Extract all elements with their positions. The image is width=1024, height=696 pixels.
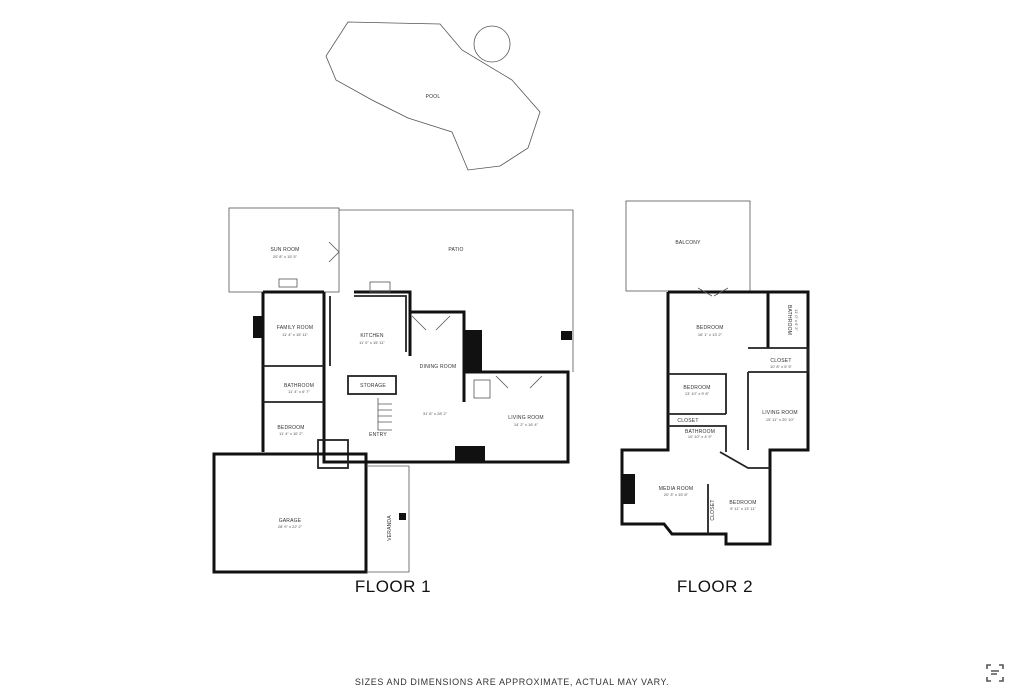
bedroom-label: BEDROOM	[277, 425, 304, 431]
media-room-dim: 20' 3" x 15' 8"	[664, 492, 689, 497]
closet-2-label: CLOSET	[677, 418, 698, 424]
balcony-label: BALCONY	[675, 240, 701, 246]
garage-dim: 28' 9" x 22' 2"	[278, 524, 303, 529]
family-room-fireplace	[253, 316, 263, 338]
bathroom-dim: 11' 4" x 6' 7"	[288, 389, 310, 394]
storage-label: STORAGE	[360, 383, 386, 389]
bedroom-1-dim: 16' 1" x 13' 2"	[698, 332, 723, 337]
closet-3-label: CLOSET	[710, 499, 716, 520]
family-room-label: FAMILY ROOM	[277, 325, 313, 331]
disclaimer-note: SIZES AND DIMENSIONS ARE APPROXIMATE, AC…	[354, 677, 670, 687]
garage-walls	[212, 452, 368, 574]
family-room-dim: 11' 4" x 15' 11"	[282, 332, 308, 337]
veranda-label: VERANDA	[387, 515, 393, 541]
closet-1-dim: 10' 8" x 5' 5"	[770, 364, 793, 369]
living-room-fireplace	[455, 446, 485, 462]
scan-text-icon[interactable]	[985, 663, 1005, 683]
staircase	[377, 398, 392, 431]
pool-area: POOL	[325, 21, 541, 171]
storage-outline	[347, 375, 397, 395]
floor-1: SUN ROOM 20' 8" x 15' 5" PATIO FAMILY RO…	[212, 207, 574, 596]
dining-room-doors	[411, 315, 451, 331]
media-room-fireplace	[623, 474, 635, 504]
interior-walls-left	[263, 365, 324, 403]
balcony-outline	[625, 200, 751, 292]
living-room-label: LIVING ROOM	[508, 415, 544, 421]
bedroom-dim: 11' 4" x 10' 2"	[279, 431, 303, 436]
floor-2-interior-walls	[668, 347, 809, 534]
bedroom-2-dim: 13' 10" x 9' 8"	[685, 391, 710, 396]
closet-1-label: CLOSET	[770, 358, 791, 364]
dining-room-label: DINING ROOM	[420, 364, 457, 370]
sun-room-step	[278, 278, 298, 288]
spa-outline	[473, 25, 511, 63]
media-room-label: MEDIA ROOM	[659, 486, 694, 492]
kitchen-dim: 11' 0" x 15' 11"	[359, 340, 385, 345]
patio-label: PATIO	[448, 247, 463, 253]
pool-label: POOL	[426, 94, 441, 100]
living-room-2-label: LIVING ROOM	[762, 410, 798, 416]
kitchen-label: KITCHEN	[360, 333, 384, 339]
living-room-2-dim: 15' 11" x 20' 10"	[766, 417, 795, 422]
kitchen-window-bay	[369, 281, 391, 293]
floor-2-title: FLOOR 2	[677, 577, 753, 596]
kitchen-counters	[329, 295, 407, 366]
living-room-nook	[473, 379, 491, 399]
great-room-dim: 31' 6" x 28' 2"	[423, 411, 448, 416]
veranda-post	[399, 513, 406, 520]
living-room-dim: 14' 2" x 16' 4"	[514, 422, 539, 427]
sun-room-label: SUN ROOM	[270, 247, 299, 253]
bathroom-2-label: BATHROOM	[685, 429, 715, 435]
bathroom-1-dim: 11' 0" x 6' 2"	[794, 309, 799, 331]
bathroom-2-dim: 10' 10" x 4' 9"	[688, 434, 713, 439]
patio-pillar	[561, 331, 572, 340]
pool-outline	[325, 21, 541, 171]
veranda-outline	[366, 465, 410, 573]
bedroom-2-label: BEDROOM	[683, 385, 710, 391]
living-room-doors	[495, 375, 543, 389]
floor-2: BALCONY BEDROOM 16' 1" x 13' 2" BATHROOM…	[620, 200, 810, 596]
bedroom-3-dim: 9' 11" x 13' 11"	[730, 506, 756, 511]
entry-label: ENTRY	[369, 432, 387, 438]
floor-1-title: FLOOR 1	[355, 577, 431, 596]
garage-label: GARAGE	[279, 518, 302, 524]
bedroom-1-label: BEDROOM	[696, 325, 723, 331]
sun-room-dim: 20' 8" x 15' 5"	[273, 254, 298, 259]
bathroom-label: BATHROOM	[284, 383, 314, 389]
bedroom-3-label: BEDROOM	[729, 500, 756, 506]
main-house-walls	[261, 290, 570, 464]
floor-2-walls	[620, 290, 810, 546]
patio-outline	[339, 209, 574, 372]
balcony-doors	[697, 287, 729, 297]
sun-room-door	[328, 241, 340, 263]
bathroom-1-label: BATHROOM	[786, 305, 792, 335]
dining-room-column	[464, 330, 482, 372]
